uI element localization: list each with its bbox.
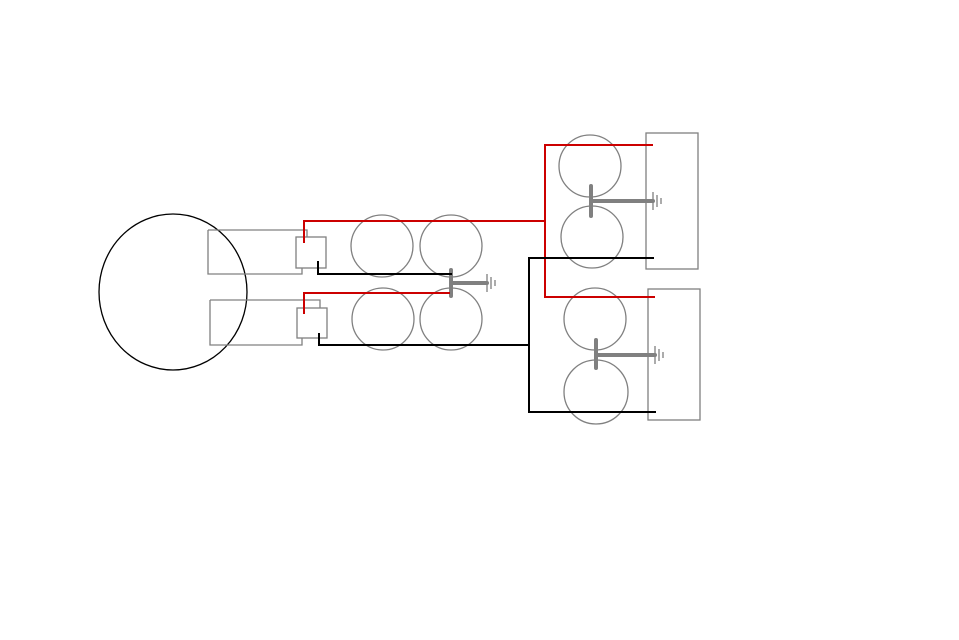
red-wire-upper <box>303 220 545 243</box>
main-circle <box>98 213 248 371</box>
ground-icon <box>652 192 662 210</box>
upper-right-box <box>645 132 699 270</box>
upper-lead-box <box>207 229 308 275</box>
cluster-a-bottom-left <box>351 287 415 351</box>
lower-connector <box>296 307 328 339</box>
red-wire-lower <box>303 292 450 314</box>
lower-right-unit <box>563 287 701 425</box>
lower-lead-box <box>209 299 321 346</box>
black-wire-lower <box>318 333 529 346</box>
red-wire-trunk <box>544 144 655 298</box>
upper-right-unit <box>558 132 699 270</box>
negative-wiring <box>317 257 656 413</box>
upper-connector <box>295 236 327 269</box>
lower-right-box <box>647 288 701 421</box>
ground-icon <box>654 346 664 364</box>
black-wire-upper <box>317 261 452 275</box>
positive-wiring <box>303 144 655 314</box>
black-wire-trunk <box>528 257 656 413</box>
cluster-a-top-left <box>350 214 414 278</box>
ground-icon <box>486 274 496 292</box>
